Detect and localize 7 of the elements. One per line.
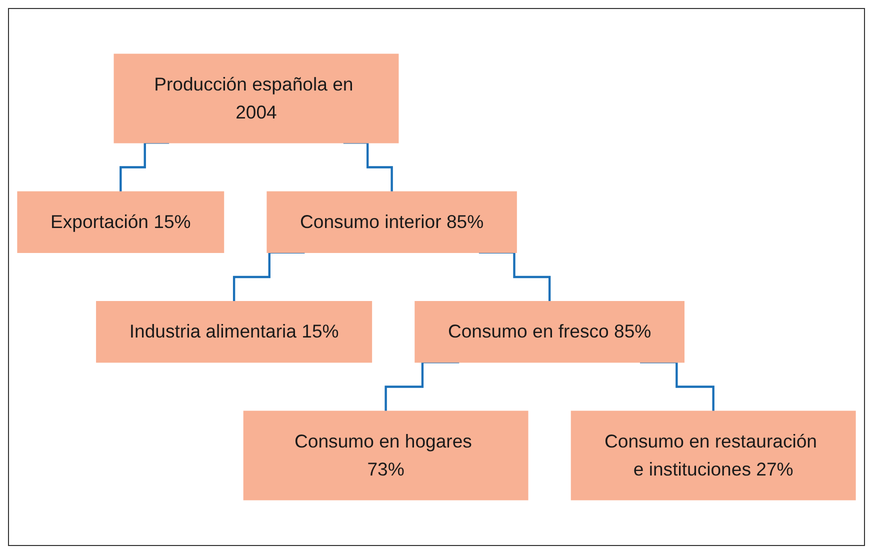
node-box: Consumo en fresco 85% bbox=[414, 301, 684, 363]
node-box: Industria alimentaria 15% bbox=[96, 301, 372, 363]
node-box: Consumo interior 85% bbox=[266, 191, 517, 253]
node-box: Producción española en 2004 bbox=[114, 54, 399, 144]
node-box: Consumo en restauración e instituciones 27% bbox=[570, 410, 856, 500]
node-box: Exportación 15% bbox=[17, 191, 224, 253]
node-box: Consumo en hogares 73% bbox=[243, 410, 528, 500]
